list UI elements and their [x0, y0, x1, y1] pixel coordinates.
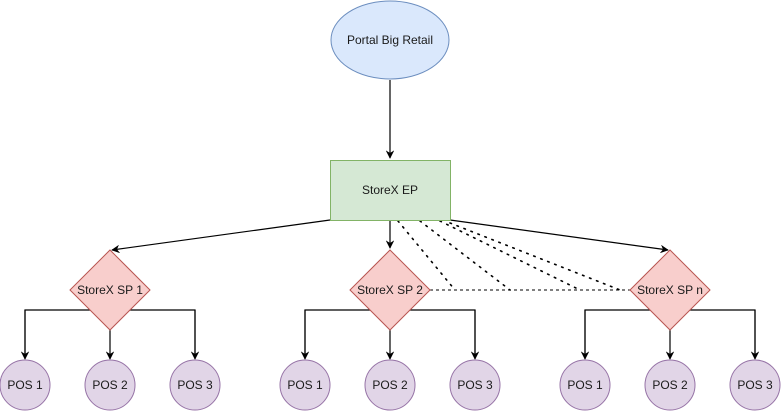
node-spn[interactable]: StoreX SP n POS 1 POS 2 POS 3 — [559, 249, 781, 411]
pos-circle[interactable] — [0, 359, 51, 411]
pos-label: POS 1 — [7, 378, 43, 392]
pos-circle[interactable] — [729, 359, 781, 411]
spn-label: StoreX SP n — [637, 283, 703, 297]
pos-circle[interactable] — [169, 359, 221, 411]
node-spn-pos-1[interactable]: POS 1 — [559, 359, 611, 411]
sp1-label: StoreX SP 1 — [77, 283, 143, 297]
node-sp2-pos-2[interactable]: POS 2 — [364, 359, 416, 411]
spn-diamond[interactable] — [629, 249, 711, 331]
edge-ep-dotted-3[interactable] — [439, 220, 581, 291]
node-ep[interactable]: StoreX EP — [330, 160, 451, 221]
node-sp2-pos-1[interactable]: POS 1 — [279, 359, 331, 411]
sp1-diamond[interactable] — [69, 249, 151, 331]
pos-label: POS 3 — [457, 378, 493, 392]
ep-label: StoreX EP — [362, 183, 418, 197]
node-sp1-pos-2[interactable]: POS 2 — [84, 359, 136, 411]
pos-circle[interactable] — [644, 359, 696, 411]
sp2-label: StoreX SP 2 — [357, 283, 423, 297]
pos-circle[interactable] — [364, 359, 416, 411]
node-sp2[interactable]: StoreX SP 2 POS 1 POS 2 POS 3 — [279, 249, 501, 411]
pos-label: POS 2 — [92, 378, 128, 392]
node-sp1-pos-1[interactable]: POS 1 — [0, 359, 51, 411]
node-sp1[interactable]: StoreX SP 1 POS 1 POS 2 POS 3 — [0, 249, 221, 411]
pos-label: POS 2 — [372, 378, 408, 392]
pos-label: POS 3 — [737, 378, 773, 392]
portal-ellipse[interactable] — [330, 0, 450, 80]
pos-circle[interactable] — [449, 359, 501, 411]
node-spn-pos-3[interactable]: POS 3 — [729, 359, 781, 411]
node-sp1-pos-3[interactable]: POS 3 — [169, 359, 221, 411]
portal-label: Portal Big Retail — [347, 33, 433, 47]
edge-ep-dotted-4[interactable] — [449, 222, 621, 291]
ep-rect[interactable] — [330, 160, 451, 221]
stores-layer: StoreX SP 1 POS 1 POS 2 POS 3 StoreX SP 2 POS… — [0, 249, 781, 411]
pos-circle[interactable] — [279, 359, 331, 411]
pos-circle[interactable] — [559, 359, 611, 411]
pos-label: POS 1 — [567, 378, 603, 392]
sp2-diamond[interactable] — [349, 249, 431, 331]
pos-label: POS 3 — [177, 378, 213, 392]
node-spn-pos-2[interactable]: POS 2 — [644, 359, 696, 411]
edges-layer — [111, 80, 669, 291]
edge-ep-to-sp1[interactable] — [111, 219, 331, 254]
node-sp2-pos-3[interactable]: POS 3 — [449, 359, 501, 411]
node-portal[interactable]: Portal Big Retail — [330, 0, 450, 80]
pos-label: POS 2 — [652, 378, 688, 392]
pos-circle[interactable] — [84, 359, 136, 411]
edge-ep-dotted-2[interactable] — [419, 220, 511, 291]
pos-label: POS 1 — [287, 378, 323, 392]
edge-ep-to-spn[interactable] — [449, 219, 669, 254]
edge-ep-dotted-1[interactable] — [397, 220, 456, 291]
